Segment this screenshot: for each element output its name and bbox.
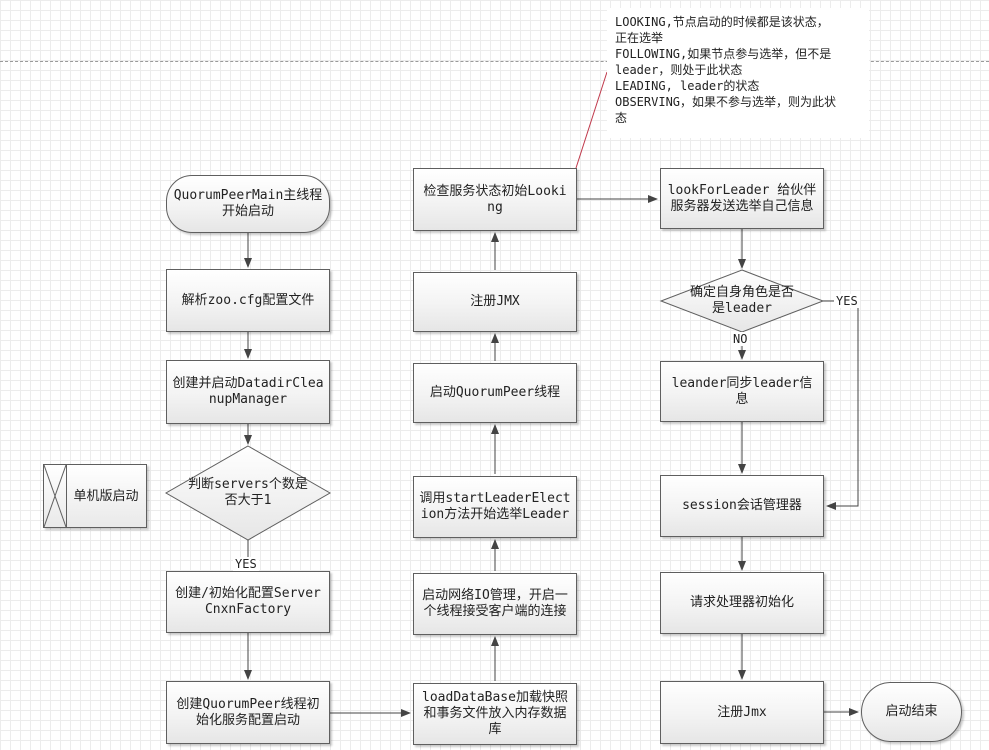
- start-thread-step: 启动QuorumPeer线程: [413, 363, 577, 423]
- decision-yes-label: YES: [233, 557, 259, 571]
- standalone-cross-bar: [43, 464, 67, 528]
- quorum-peer-step: 创建QuorumPeer线程初始化服务配置启动: [166, 681, 330, 744]
- state-note: LOOKING,节点启动的时候都是该状态， 正在选举 FOLLOWING,如果节…: [607, 8, 869, 138]
- role-decision-label: 确定自身角色是否是leader: [689, 285, 794, 316]
- note-line: leader，则处于此状态: [615, 63, 743, 77]
- note-connector: [575, 71, 608, 169]
- parse-config-step: 解析zoo.cfg配置文件: [166, 269, 330, 332]
- network-io-step: 启动网络IO管理，开启一个线程接受客户端的连接: [413, 573, 577, 635]
- start-election-step: 调用startLeaderElection方法开始选举Leader: [413, 476, 577, 538]
- note-line: FOLLOWING,如果节点参与选举，但不是: [615, 47, 832, 61]
- note-line: LOOKING,节点启动的时候都是该状态，: [615, 15, 829, 29]
- check-state-step: 检查服务状态初始Looking: [413, 168, 577, 231]
- decision-no-label: NO: [731, 332, 750, 346]
- register-jmx-final-step: 注册Jmx: [660, 681, 824, 744]
- session-manager-step: session会话管理器: [660, 475, 824, 537]
- cleanup-manager-step: 创建并启动DatadirCleanupManager: [166, 360, 330, 424]
- end-terminal: 启动结束: [861, 682, 962, 742]
- note-line: LEADING, leader的状态: [615, 79, 760, 93]
- note-line: 态: [615, 111, 628, 125]
- decision-yes-label: YES: [834, 294, 860, 308]
- look-for-leader-step: lookForLeader 给伙伴服务器发送选举自己信息: [660, 168, 824, 229]
- servers-decision-label: 判断servers个数是否大于1: [188, 477, 308, 508]
- standalone-process: 单机版启动: [43, 464, 147, 528]
- load-database-step: loadDataBase加载快照和事务文件放入内存数据库: [413, 683, 577, 745]
- start-terminal: QuorumPeerMain主线程开始启动: [166, 175, 330, 233]
- arrow-yes-to-session: [823, 300, 859, 510]
- register-jmx-step: 注册JMX: [413, 272, 577, 332]
- page-break-line: [0, 61, 989, 62]
- sync-leader-step: leander同步leader信息: [660, 361, 824, 422]
- cnxn-factory-step: 创建/初始化配置ServerCnxnFactory: [166, 571, 330, 633]
- note-line: OBSERVING，如果不参与选举，则为此状: [615, 95, 837, 109]
- cross-icon: [43, 464, 67, 528]
- request-processor-step: 请求处理器初始化: [660, 572, 824, 634]
- standalone-label: 单机版启动: [73, 488, 139, 504]
- note-line: 正在选举: [615, 31, 664, 45]
